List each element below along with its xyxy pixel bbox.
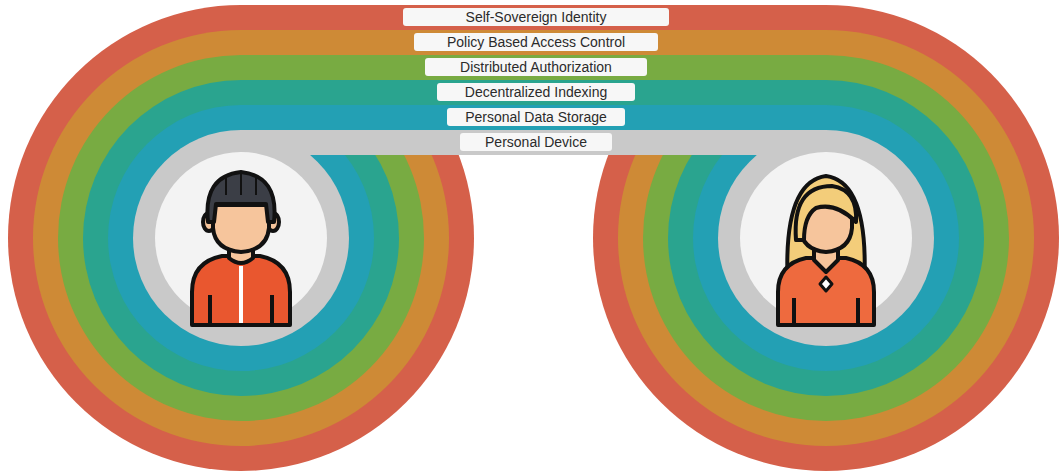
layer-label: Personal Data Storage [447,108,625,126]
ring-band [83,80,984,396]
layer-name: Personal Data Storage [465,109,607,125]
layer-label: Distributed Authorization [425,58,647,76]
layer-label: Personal Device [460,133,612,151]
layer-name: Policy Based Access Control [447,34,625,50]
ring-bands [8,5,1059,471]
person-icon [192,172,290,325]
layer-name: Personal Device [485,134,587,150]
ring-band [33,30,1034,446]
layer-label: Self-Sovereign Identity [403,8,669,26]
ring-band [8,5,1059,471]
ring-band [133,130,934,346]
person-disc [155,152,327,324]
layer-label: Decentralized Indexing [437,83,635,101]
person-disc [740,152,912,324]
layer-name: Distributed Authorization [460,59,612,75]
ring-band [58,55,1009,421]
layer-name: Self-Sovereign Identity [466,9,607,25]
person-icon [778,176,874,325]
ring-band [108,105,959,371]
layer-label: Policy Based Access Control [414,33,658,51]
layer-name: Decentralized Indexing [465,84,607,100]
